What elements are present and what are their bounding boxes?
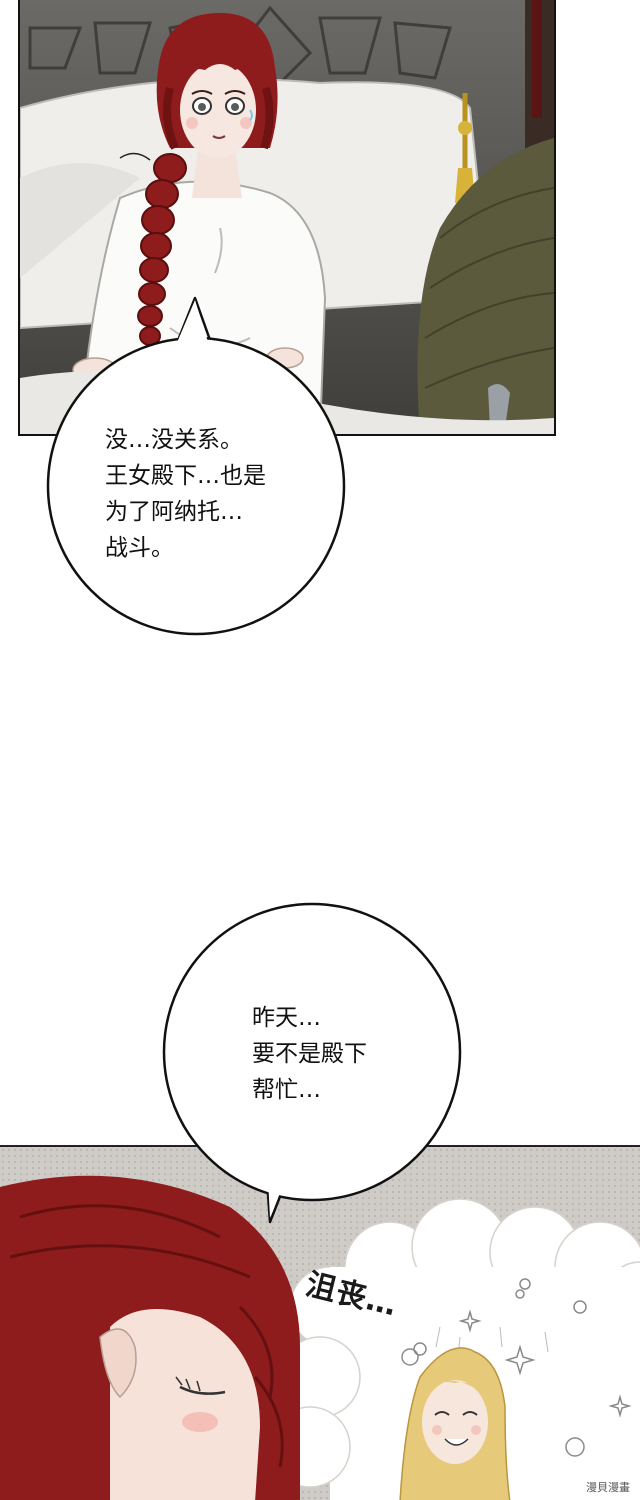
foreground-figure-hair	[417, 138, 554, 434]
girl-eyes	[191, 90, 246, 115]
sparkle-decor	[401, 1278, 632, 1457]
bubble-line: 帮忙…	[252, 1077, 321, 1103]
panel-closeup	[0, 1145, 640, 1500]
panel-closeup-art	[0, 1147, 640, 1500]
pillow-front	[20, 163, 140, 278]
speech-bubble-1	[46, 296, 346, 636]
speech-bubble-2-text: 昨天… 要不是殿下 帮忙…	[252, 1000, 367, 1108]
red-haired-girl-closeup	[0, 1175, 300, 1500]
bubble-line: 战斗。	[105, 535, 174, 561]
bubble-line: 王女殿下…也是	[105, 463, 266, 489]
bubble-line: 要不是殿下	[252, 1041, 367, 1067]
girl-face	[180, 62, 256, 158]
girl-braid	[137, 153, 187, 346]
bubble-line: 没…没关系。	[105, 427, 243, 453]
speech-bubble-2	[162, 902, 462, 1224]
bubble-line: 为了阿纳托…	[105, 499, 243, 525]
speech-bubble-1-text: 没…没关系。 王女殿下…也是 为了阿纳托… 战斗。	[105, 422, 266, 566]
watermark: 漫貝漫畫	[582, 1478, 634, 1496]
blonde-girl	[399, 1347, 511, 1500]
bubble-line: 昨天…	[252, 1005, 321, 1031]
